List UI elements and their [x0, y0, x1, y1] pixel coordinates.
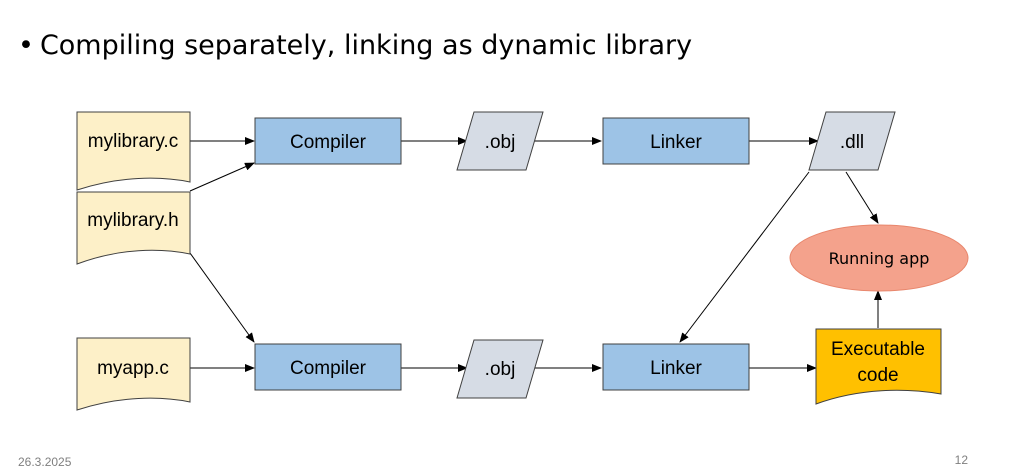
process-shape	[602, 117, 750, 165]
slide-date: 26.3.2025	[18, 455, 72, 469]
data-shape	[808, 111, 896, 171]
process-label: Compiler	[290, 132, 367, 153]
executable-shape	[815, 328, 942, 405]
arrow-dll-to-linker-bottom	[679, 171, 810, 343]
data-shape	[456, 111, 544, 171]
data-label: .dll	[840, 132, 864, 153]
executable-label-line1: Executable	[831, 339, 925, 360]
document-label: mylibrary.h	[87, 210, 179, 231]
document-shape	[76, 191, 191, 265]
arrow-mylibrary-h-to-compiler-bottom	[189, 252, 255, 343]
slide-title: •Compiling separately, linking as dynami…	[18, 30, 692, 61]
process-compiler-top: Compiler	[254, 117, 402, 165]
process-label: Linker	[650, 132, 702, 153]
document-label: myapp.c	[97, 358, 169, 379]
data-obj-top: .obj	[456, 111, 544, 171]
slide-page-number: 12	[954, 453, 968, 467]
bullet-icon: •	[18, 30, 34, 61]
document-myapp-c: myapp.c	[76, 337, 191, 411]
document-label: mylibrary.c	[88, 131, 178, 152]
document-shape	[76, 337, 191, 411]
arrow-dll-to-running-app	[845, 171, 879, 224]
slide-title-text: Compiling separately, linking as dynamic…	[39, 30, 693, 61]
process-shape	[602, 343, 750, 391]
running-app-node: Running app	[789, 224, 969, 292]
document-mylibrary-c: mylibrary.c	[76, 111, 191, 191]
data-shape	[456, 339, 544, 399]
executable-code-node: Executable code	[815, 328, 942, 405]
process-compiler-bottom: Compiler	[254, 343, 402, 391]
document-mylibrary-h: mylibrary.h	[76, 191, 191, 265]
arrow-mylibrary-h-to-compiler-top	[189, 162, 255, 192]
process-linker-bottom: Linker	[602, 343, 750, 391]
process-shape	[254, 343, 402, 391]
running-app-shape	[789, 224, 969, 292]
document-shape	[76, 111, 191, 191]
data-label: .obj	[485, 359, 516, 380]
process-shape	[254, 117, 402, 165]
process-label: Compiler	[290, 358, 367, 379]
running-app-label: Running app	[829, 249, 930, 268]
process-linker-top: Linker	[602, 117, 750, 165]
process-label: Linker	[650, 358, 702, 379]
executable-label-line2: code	[857, 365, 898, 386]
data-dll: .dll	[808, 111, 896, 171]
data-obj-bottom: .obj	[456, 339, 544, 399]
connectors	[189, 137, 882, 372]
data-label: .obj	[485, 132, 516, 153]
